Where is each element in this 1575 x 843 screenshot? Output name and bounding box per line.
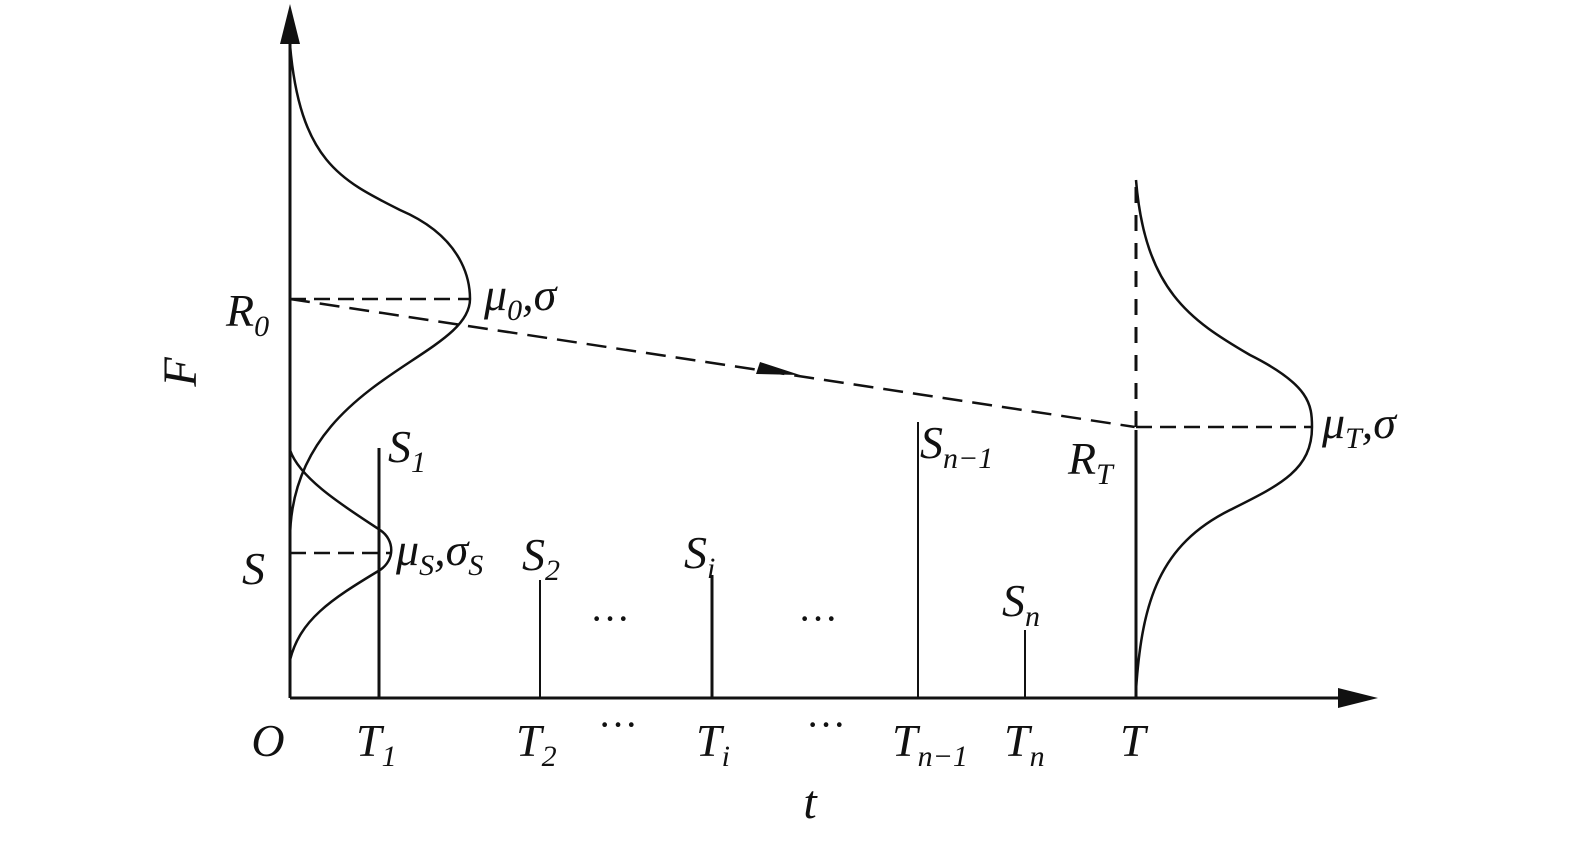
tick-label-t: T	[1120, 715, 1149, 766]
tick-label-t1: T1	[356, 715, 397, 773]
ellipsis-loads-2: ···	[798, 596, 838, 641]
degradation-trend-arrow	[756, 362, 800, 375]
tick-label-t2: T2	[516, 715, 557, 773]
ellipsis-loads-1: ···	[590, 596, 630, 641]
horizontal-axis-arrow	[1338, 688, 1378, 708]
stress-curve	[288, 449, 393, 661]
r0-label: R0	[225, 285, 269, 343]
tick-label-tn: Tn	[1004, 715, 1045, 773]
load-label-s1: S1	[388, 421, 426, 479]
vertical-axis-title: F	[154, 357, 207, 388]
horizontal-axis-title: t	[803, 776, 818, 829]
tick-label-tn-1: Tn−1	[892, 715, 968, 773]
load-label-sn-1: Sn−1	[920, 417, 993, 475]
origin-label: O	[251, 715, 284, 766]
ellipsis-ticks-1: ···	[598, 702, 638, 747]
load-label-sn: Sn	[1002, 575, 1040, 633]
ellipsis-ticks-2: ···	[806, 702, 846, 747]
final-distribution-label: μT,σ	[1321, 397, 1398, 455]
vertical-axis-arrow	[280, 4, 300, 44]
initial-distribution-label: μ0,σ	[483, 269, 559, 327]
degradation-trend-line	[289, 297, 1136, 429]
tick-label-ti: Ti	[696, 715, 730, 773]
load-label-si: Si	[684, 527, 715, 585]
initial-strength-curve	[288, 44, 472, 541]
s-label: S	[242, 543, 265, 594]
stress-distribution-label: μS,σS	[395, 524, 483, 582]
load-label-s2: S2	[522, 529, 560, 587]
rt-label: RT	[1067, 433, 1115, 491]
final-strength-curve	[1134, 179, 1314, 691]
